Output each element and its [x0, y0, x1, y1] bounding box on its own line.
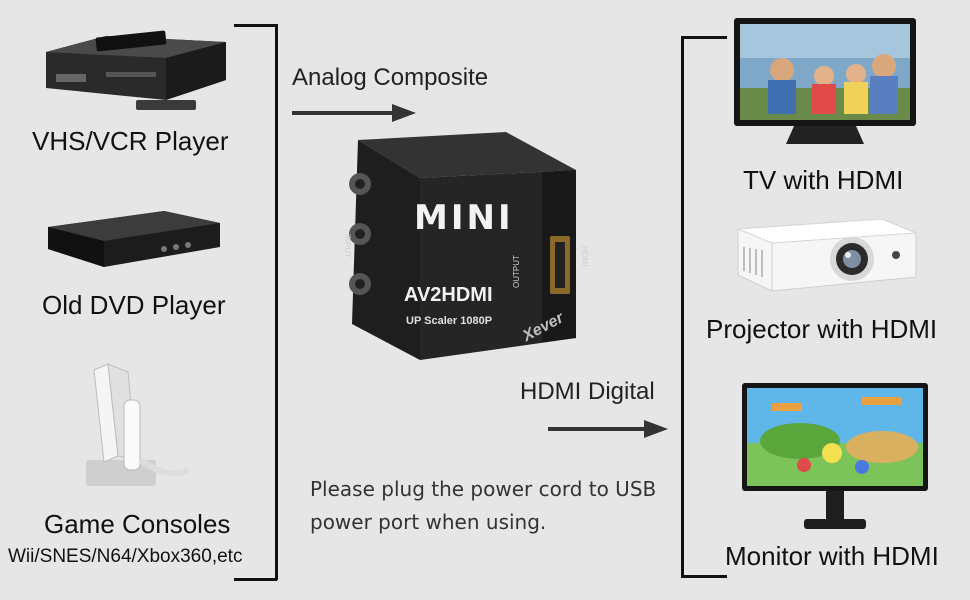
converter-device [330, 124, 590, 374]
dvd-player-icon [44, 205, 224, 271]
tv-icon [734, 18, 916, 150]
source-label-console: Game Consoles [44, 509, 231, 539]
power-note-line2: power port when using. [310, 510, 547, 534]
analog-arrow-icon [292, 102, 418, 124]
analog-flow-label: Analog Composite [292, 64, 489, 91]
device-output-label: OUTPUT [512, 255, 521, 288]
game-console-icon [78, 360, 198, 492]
left-bracket-top [234, 24, 277, 27]
source-label-dvd: Old DVD Player [42, 290, 226, 320]
output-label-monitor: Monitor with HDMI [725, 541, 939, 571]
projector-icon [732, 215, 918, 295]
vcr-player-icon [36, 22, 236, 114]
device-brand-logo: MINI [414, 198, 514, 238]
power-note: Please plug the power cord to USB power … [310, 473, 656, 539]
device-spec: UP Scaler 1080P [406, 315, 493, 327]
right-bracket-bottom [681, 575, 727, 578]
device-model: AV2HDMI [404, 284, 493, 306]
right-bracket-top [681, 36, 727, 39]
device-hdmi-label: HDMI [580, 246, 589, 267]
left-bracket-spine [275, 24, 278, 580]
power-note-line1: Please plug the power cord to USB [310, 477, 657, 501]
monitor-icon [742, 383, 928, 533]
output-label-projector: Projector with HDMI [706, 314, 938, 344]
digital-arrow-icon [548, 418, 672, 440]
digital-flow-label: HDMI Digital [520, 378, 655, 405]
device-input-label: INPUT [343, 234, 352, 258]
right-bracket-spine [681, 36, 684, 577]
output-label-tv: TV with HDMI [743, 165, 904, 195]
left-bracket-bottom [234, 578, 277, 581]
source-sublabel-console: Wii/SNES/N64/Xbox360,etc [8, 546, 243, 567]
source-label-vcr: VHS/VCR Player [32, 126, 229, 156]
